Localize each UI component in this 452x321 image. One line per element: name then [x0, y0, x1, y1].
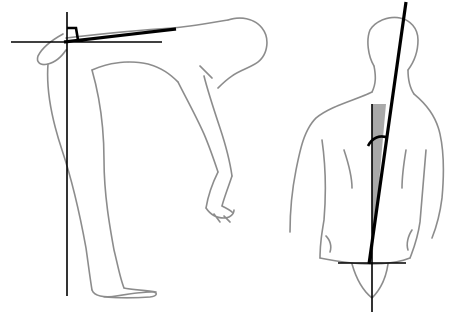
side-reference-lines — [11, 12, 176, 296]
back-leg-contour — [48, 64, 92, 290]
left-side — [320, 140, 325, 258]
left-crease — [326, 236, 331, 252]
side-view-panel — [11, 12, 267, 298]
torso-underside — [92, 62, 178, 82]
upper-arm-back — [204, 76, 232, 176]
left-scapula — [344, 150, 352, 188]
right-side — [410, 150, 426, 258]
back-head — [368, 18, 418, 71]
hand — [206, 206, 234, 222]
right-crease — [407, 230, 412, 250]
back-reference-lines — [338, 2, 406, 312]
upper-arm — [178, 82, 218, 172]
front-leg-contour — [92, 70, 124, 288]
hip-contour — [37, 34, 66, 65]
head — [218, 18, 267, 88]
back-view-panel — [290, 2, 443, 312]
lower-back — [352, 264, 388, 298]
rear-foot — [124, 288, 156, 292]
forearm — [206, 172, 218, 208]
left-shoulder — [290, 92, 372, 232]
right-scapula — [402, 150, 406, 188]
back-top-contour — [66, 20, 228, 38]
right-shoulder — [414, 94, 443, 238]
forearm-back — [222, 176, 232, 206]
shoulder-blade — [200, 66, 212, 78]
torso-outline — [290, 18, 443, 299]
bent-figure-outline — [37, 18, 266, 298]
